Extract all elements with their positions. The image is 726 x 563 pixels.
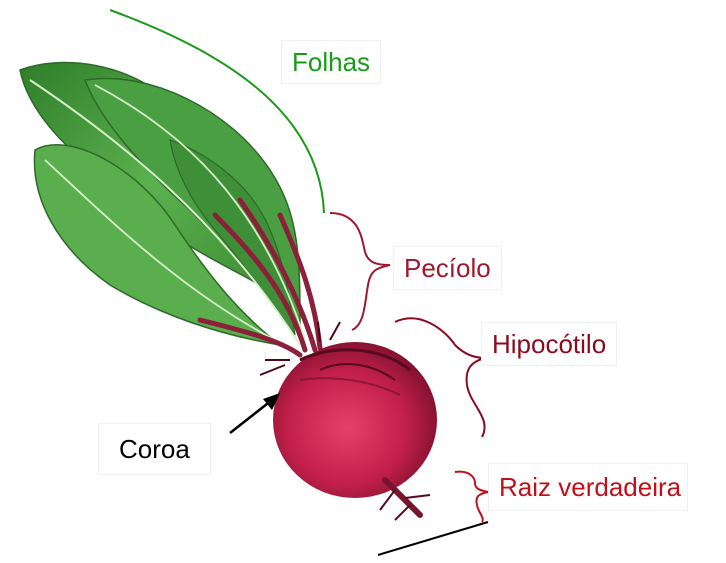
label-coroa: Coroa — [98, 423, 211, 475]
raiz-brace — [455, 472, 488, 522]
leaves — [20, 63, 305, 350]
peciolo-brace — [330, 213, 390, 330]
label-raiz-verdadeira: Raiz verdadeira — [488, 463, 688, 511]
label-peciolo: Pecíolo — [393, 246, 502, 290]
label-hipocotilo: Hipocótilo — [481, 322, 617, 366]
raiz-pointer-line — [378, 522, 488, 555]
coroa-arrow — [230, 393, 280, 433]
label-folhas: Folhas — [281, 40, 381, 84]
beet-root — [260, 322, 437, 520]
